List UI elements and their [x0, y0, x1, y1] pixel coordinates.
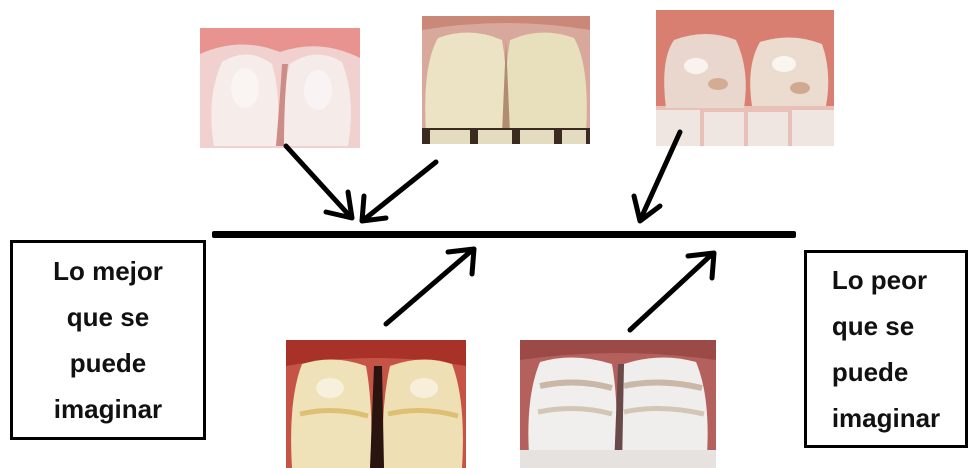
- photo-yellowish-teeth: [422, 16, 590, 144]
- arrow-1: [286, 146, 352, 218]
- arrow-4: [386, 249, 474, 324]
- best-label-box: Lo mejor que se puede imaginar: [10, 240, 206, 440]
- best-label: Lo mejor que se puede imaginar: [53, 248, 163, 432]
- worst-label-box: Lo peor que se puede imaginar: [804, 250, 968, 448]
- arrow-2: [362, 162, 436, 221]
- photo-healthy-teeth: [200, 28, 360, 148]
- arrow-5: [630, 253, 714, 330]
- photo-mottled-teeth: [656, 10, 834, 146]
- photo-white-spotted-teeth: [520, 340, 716, 468]
- photo-streaked-teeth: [286, 340, 466, 468]
- severity-scale-line: [212, 231, 796, 238]
- worst-label: Lo peor que se puede imaginar: [832, 257, 940, 441]
